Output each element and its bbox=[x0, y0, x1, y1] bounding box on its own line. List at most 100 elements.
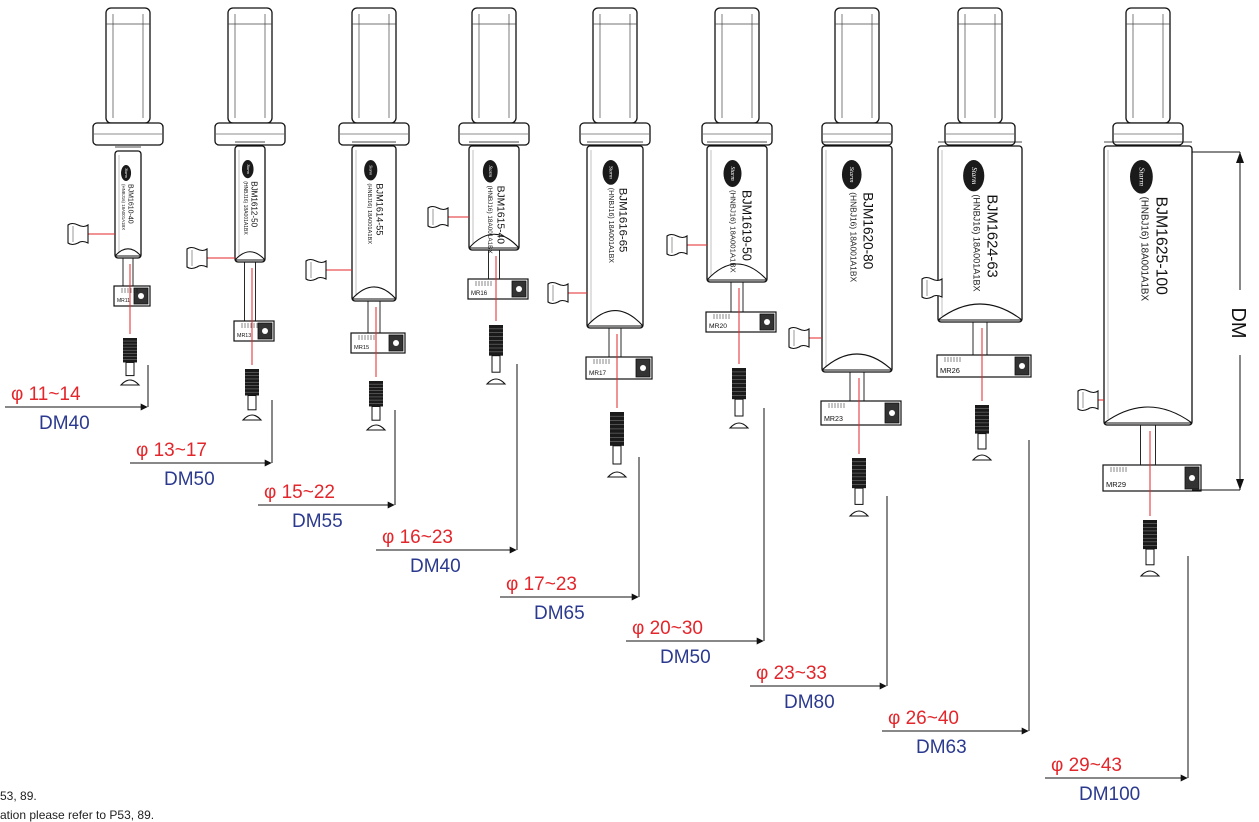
tool-shank bbox=[227, 7, 273, 124]
dm-size-label: DM50 bbox=[660, 647, 711, 668]
tool-model-label: BJM1624-63 bbox=[984, 194, 1000, 277]
insert-code: MR11 bbox=[117, 298, 130, 304]
tool-spec-label: (HNBJ16) 18A001A1BX bbox=[121, 184, 126, 230]
insert-code: MR13 bbox=[237, 333, 251, 339]
tool-shank bbox=[957, 7, 1003, 124]
insert-code: MR17 bbox=[589, 370, 606, 377]
tool-model-label: BJM1619-50 bbox=[740, 190, 754, 261]
tool-shank bbox=[351, 7, 397, 124]
clamp-pin-icon bbox=[1077, 388, 1099, 412]
tool-shank bbox=[1125, 7, 1171, 124]
tool-body bbox=[937, 145, 1023, 323]
bore-range-label: φ 16~23 bbox=[382, 527, 453, 548]
clamp-pin-icon bbox=[305, 258, 327, 282]
tool-shank bbox=[592, 7, 638, 124]
clamp-pin-icon bbox=[186, 246, 208, 270]
clamp-pin-icon bbox=[67, 222, 89, 246]
insert-code: MR15 bbox=[354, 345, 369, 351]
tool-spec-label: (HNBJ16) 18A001A1BX bbox=[486, 186, 493, 255]
bore-range-label: φ 26~40 bbox=[888, 708, 959, 729]
bore-range-label: φ 23~33 bbox=[756, 663, 827, 684]
tool-model-label: BJM1615-40 bbox=[495, 186, 506, 245]
dm-size-label: DM65 bbox=[534, 603, 585, 624]
tool-model-label: BJM1616-65 bbox=[617, 188, 629, 253]
tool-model-label: BJM1620-80 bbox=[861, 192, 876, 270]
tool-shank bbox=[714, 7, 760, 124]
insert-code: MR16 bbox=[471, 291, 488, 297]
tool-model-label: BJM1625-100 bbox=[1153, 197, 1170, 296]
dm-size-label: DM55 bbox=[292, 511, 343, 532]
brand-logo: Starm bbox=[241, 160, 254, 179]
tool-body bbox=[821, 145, 893, 373]
bore-range-label: φ 13~17 bbox=[136, 440, 207, 461]
tool-shank bbox=[105, 7, 151, 124]
dm-size-label: DM40 bbox=[39, 413, 90, 434]
brand-logo: Starm bbox=[364, 160, 378, 181]
tool-model-label: BJM1612-50 bbox=[250, 181, 259, 227]
brand-logo: Starm bbox=[1130, 160, 1153, 194]
dm-size-label: DM50 bbox=[164, 469, 215, 490]
clamp-pin-icon bbox=[666, 233, 688, 257]
tool-body bbox=[706, 145, 768, 283]
clamp-pin-icon bbox=[427, 205, 449, 229]
dm-size-label: DM63 bbox=[916, 737, 967, 758]
tool-body bbox=[351, 145, 397, 302]
brand-logo: Starm bbox=[963, 160, 985, 192]
footnote-line-2: ation please refer to P53, 89. bbox=[0, 808, 155, 822]
svg-text:Starm: Starm bbox=[369, 165, 374, 175]
bore-range-label: φ 20~30 bbox=[632, 618, 703, 639]
tool-spec-label: (HNBJ16) 18A001A1BX bbox=[849, 192, 859, 282]
tool-spec-label: (HNBJ16) 18A001A1BX bbox=[366, 183, 372, 244]
cutting-insert bbox=[936, 354, 1032, 378]
tool-spec-label: (HNBJ16) 18A001A1BX bbox=[607, 188, 614, 264]
svg-text:Starm: Starm bbox=[246, 164, 251, 174]
dm-dimension-label: DM bbox=[1227, 307, 1249, 338]
svg-text:Starm: Starm bbox=[608, 166, 614, 179]
brand-logo: Starm bbox=[121, 165, 132, 181]
svg-text:Starm: Starm bbox=[848, 167, 855, 183]
insert-code: MR26 bbox=[940, 366, 960, 375]
tool-body bbox=[468, 145, 520, 251]
bore-range-label: φ 15~22 bbox=[264, 482, 335, 503]
cutting-insert bbox=[585, 356, 653, 380]
insert-code: MR20 bbox=[709, 323, 727, 330]
tool-shank bbox=[834, 7, 880, 124]
footnote-line-1: 53, 89. bbox=[0, 789, 37, 803]
dm-size-label: DM40 bbox=[410, 556, 461, 577]
tool-model-label: BJM1610-40 bbox=[127, 184, 134, 224]
insert-code: MR29 bbox=[1106, 480, 1126, 489]
tool-body bbox=[114, 150, 142, 259]
svg-text:Starm: Starm bbox=[487, 166, 492, 178]
brand-logo: Starm bbox=[723, 160, 742, 187]
tool-body bbox=[1103, 145, 1193, 426]
cutting-insert bbox=[705, 311, 777, 333]
bore-range-label: φ 29~43 bbox=[1051, 755, 1122, 776]
svg-text:Starm: Starm bbox=[1138, 167, 1147, 186]
insert-code: MR23 bbox=[824, 415, 843, 423]
clamp-pin-icon bbox=[547, 281, 569, 305]
tool-spec-label: (HNBJ16) 18A001A1BX bbox=[1139, 197, 1150, 302]
brand-logo: Starm bbox=[482, 160, 498, 183]
dm-size-label: DM80 bbox=[784, 692, 835, 713]
svg-text:Starm: Starm bbox=[124, 168, 129, 178]
bore-range-label: φ 11~14 bbox=[11, 384, 81, 405]
tool-model-label: BJM1614-55 bbox=[375, 183, 385, 235]
